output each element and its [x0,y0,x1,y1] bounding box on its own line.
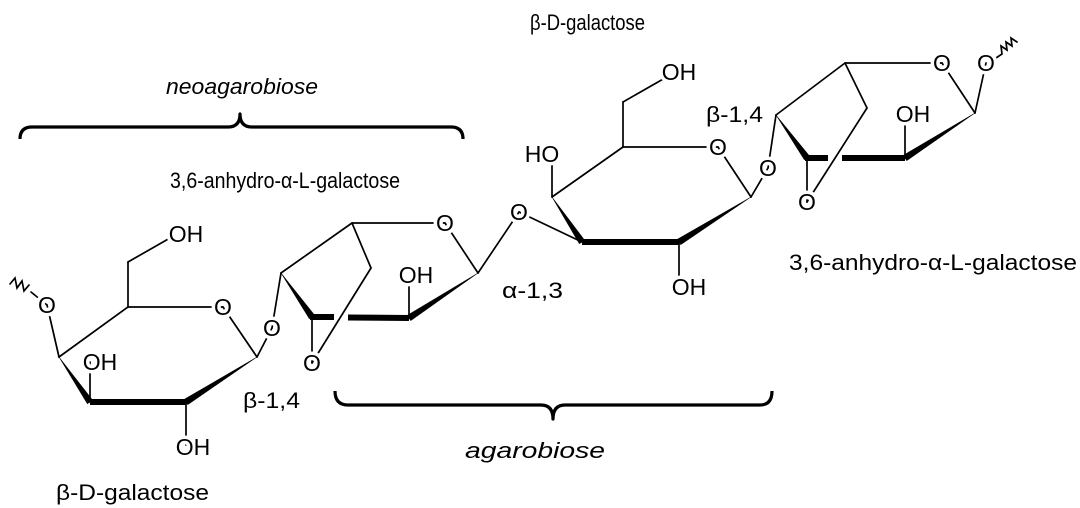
atom-o: O [214,294,232,320]
wedge-bond [280,272,315,320]
atom-o: O [759,155,777,181]
atom-oh: OH [672,274,707,300]
atom-oh: OH [399,262,434,288]
atom-oh: OH [896,101,931,127]
unit-anhydro-galactose-right [775,36,1018,203]
label-agarobiose: agarobiose [465,438,605,463]
wedge-bond [902,112,976,162]
label-anhydro-galactose-left: 3,6-anhydro-α-L-galactose [170,168,400,193]
wavy-bond [995,36,1018,59]
atom-o: O [38,292,56,318]
atom-ho: HO [525,141,560,167]
atom-oh: OH [176,434,211,460]
wedge-bond [775,114,810,161]
atom-labels: O O OH OH OH O O O OH O O OH HO OH O O O… [35,47,999,464]
atom-oh: OH [169,221,204,247]
label-alpha-1-3: α-1,3 [502,278,563,303]
label-beta-d-galactose-bottom: β-D-galactose [56,480,209,505]
atom-o: O [798,189,816,215]
wedge-bond [406,272,479,322]
atom-o: O [263,315,281,341]
wedge-bond [183,356,258,406]
agarobiose-brace [333,390,774,421]
atom-o: O [933,50,951,76]
wedge-bond [551,196,586,245]
unit-beta-d-galactose-left [9,237,273,446]
atom-o: O [436,210,454,236]
neoagarobiose-brace [18,112,465,140]
atom-o: O [303,350,321,376]
wedge-bond [676,196,752,246]
unit-anhydro-galactose-left [271,211,520,364]
atom-o: O [977,50,995,76]
wavy-bond [9,276,30,293]
atom-oh: OH [662,59,697,85]
atom-oh: OH [83,349,118,375]
label-beta-1-4-lower: β-1,4 [243,388,300,413]
label-beta-1-4-upper: β-1,4 [706,102,763,127]
label-neoagarobiose: neoagarobiose [166,74,318,99]
atom-o: O [510,199,528,225]
atom-o: O [709,134,727,160]
label-anhydro-galactose-right: 3,6-anhydro-α-L-galactose [789,250,1077,275]
label-beta-d-galactose-top: β-D-galactose [530,10,645,35]
unit-beta-d-galactose-top [518,77,777,283]
